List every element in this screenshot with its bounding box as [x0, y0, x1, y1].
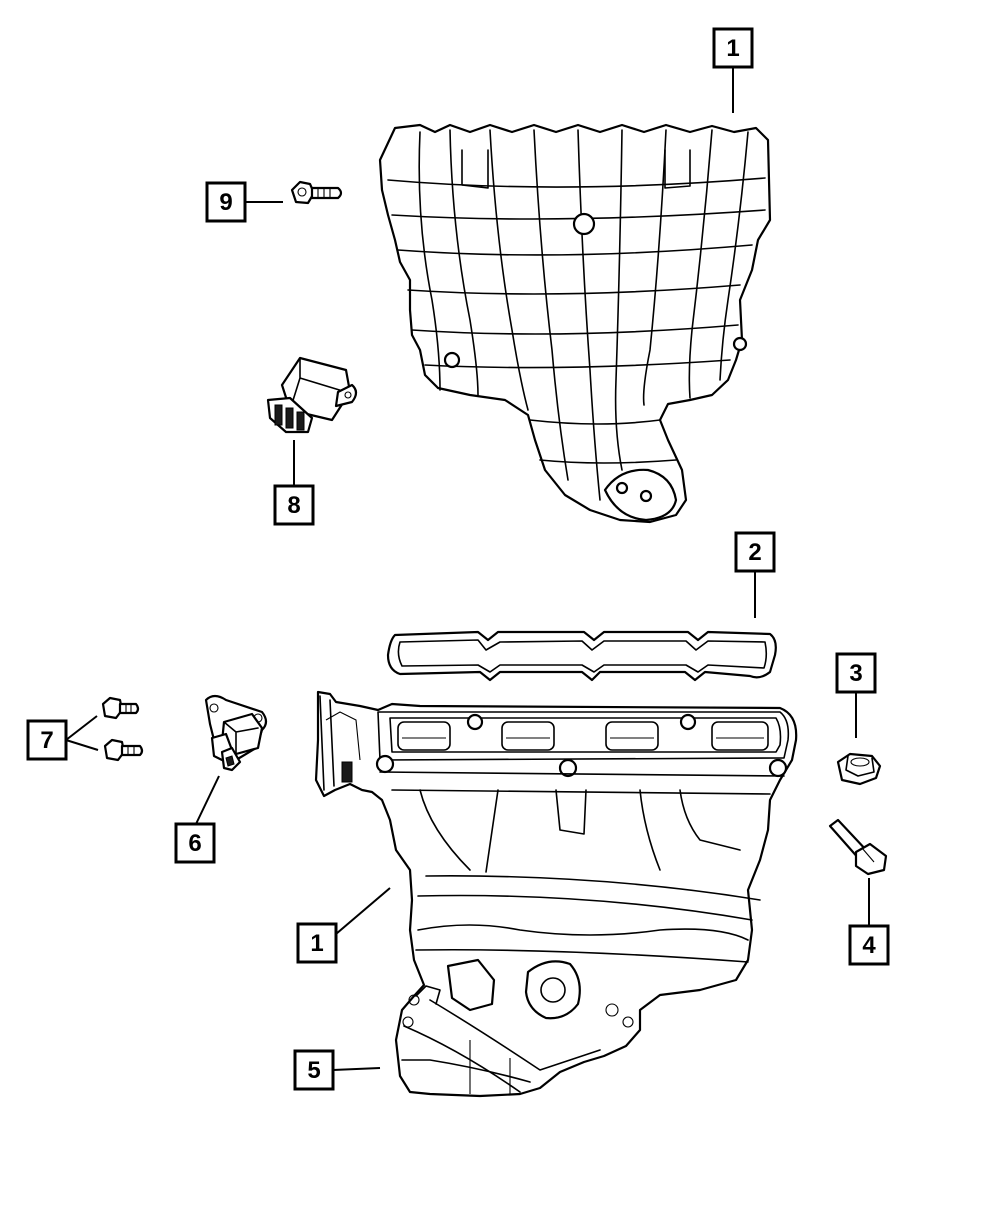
svg-text:6: 6 — [188, 830, 201, 857]
leader-1-bottom — [335, 887, 391, 935]
callout-5: 5 — [293, 1049, 335, 1091]
leader-7a — [65, 715, 98, 741]
callout-2: 2 — [734, 531, 776, 573]
leader-lines — [65, 67, 870, 1071]
sensor-bolts-part — [101, 696, 144, 762]
callout-8: 8 — [273, 484, 315, 526]
leader-7b — [65, 739, 99, 751]
leader-5 — [332, 1067, 381, 1071]
callout-7: 7 — [26, 719, 68, 761]
cover-bolt-part — [290, 180, 343, 205]
callout-1-bottom: 1 — [296, 922, 338, 964]
manifold-gasket-part — [386, 630, 777, 682]
leader-6 — [195, 775, 220, 825]
callout-6: 6 — [174, 822, 216, 864]
manifold-stud-part — [828, 818, 888, 876]
callout-9: 9 — [205, 181, 247, 223]
hex-nut-part — [836, 752, 882, 786]
svg-text:1: 1 — [726, 35, 739, 62]
svg-text:5: 5 — [307, 1057, 320, 1084]
map-sensor-part — [266, 356, 358, 434]
svg-text:4: 4 — [862, 932, 876, 959]
svg-text:1: 1 — [310, 930, 323, 957]
manifold-cover-part — [378, 123, 772, 524]
throttle-sensor-part — [204, 694, 268, 772]
callout-4: 4 — [848, 924, 890, 966]
callout-1-top: 1 — [712, 27, 754, 69]
callout-3: 3 — [835, 652, 877, 694]
svg-text:2: 2 — [748, 539, 761, 566]
svg-text:7: 7 — [40, 727, 53, 754]
intake-manifold-part — [314, 690, 798, 1098]
svg-text:8: 8 — [287, 492, 300, 519]
svg-text:9: 9 — [219, 189, 232, 216]
svg-text:3: 3 — [849, 660, 862, 687]
